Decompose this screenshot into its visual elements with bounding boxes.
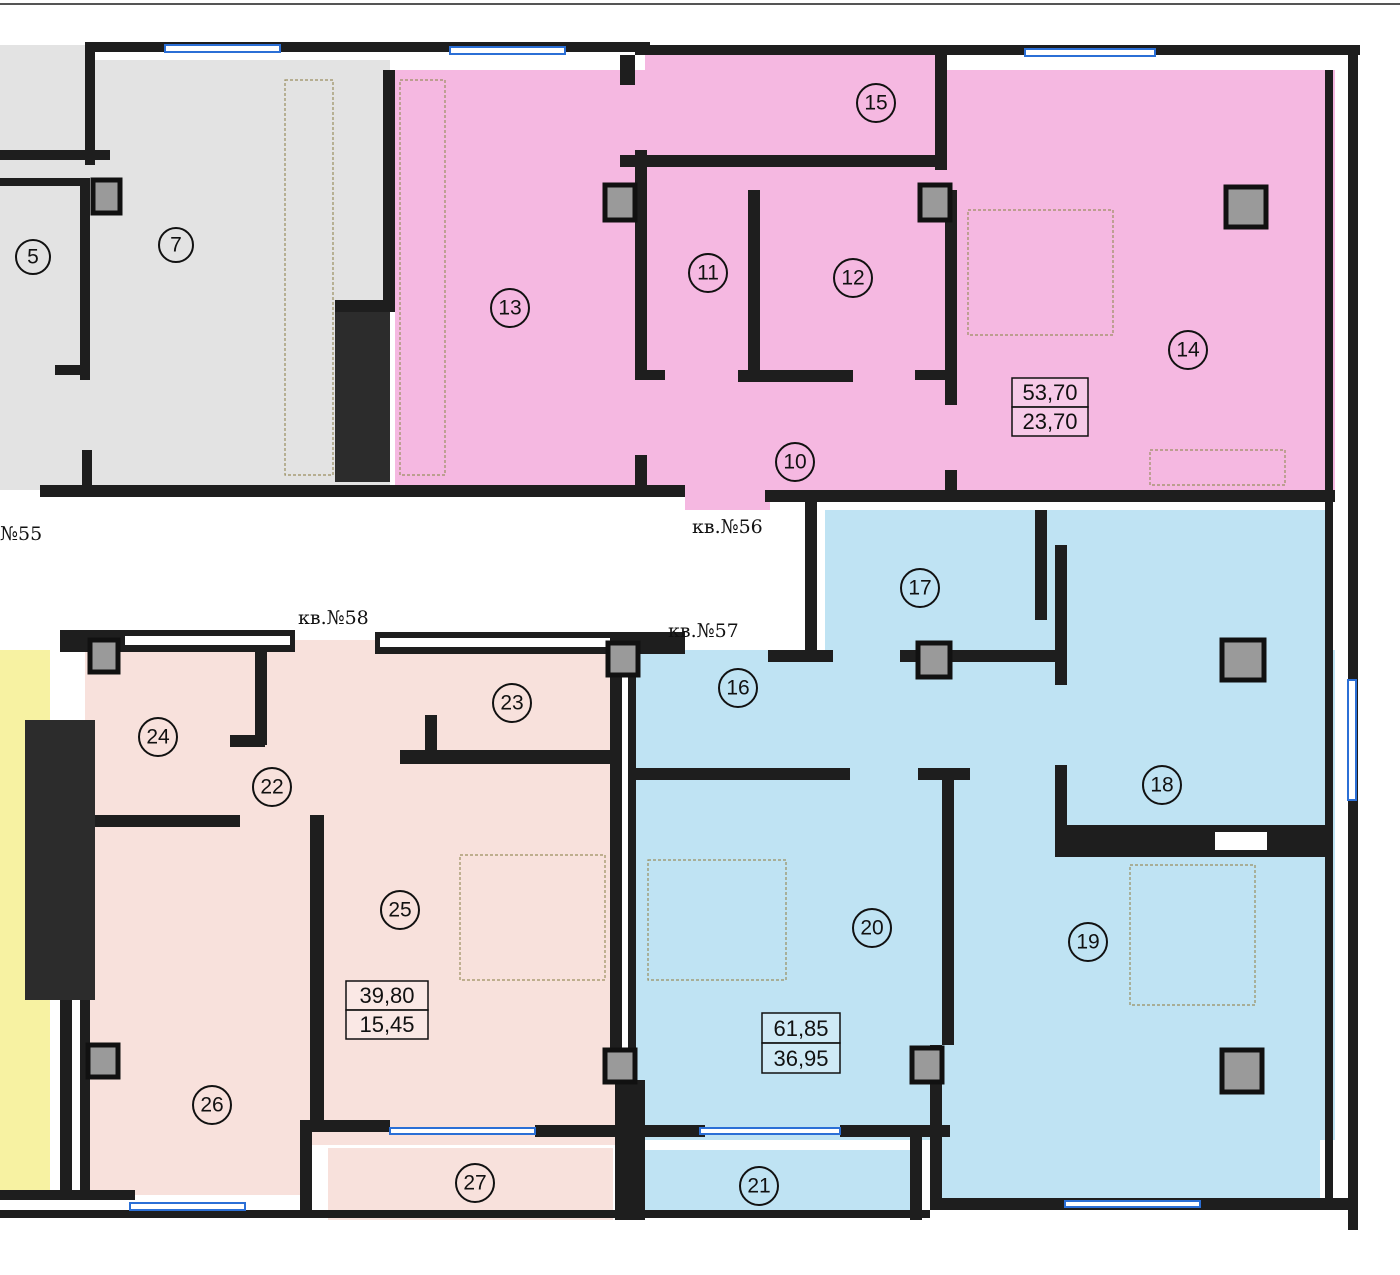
room-labels: 5 7 10 11 12 13 14 15 16 17 18 19 20 21 …	[15, 83, 1208, 1206]
ventilation-shaft	[335, 312, 390, 482]
room-fill	[645, 55, 935, 160]
svg-text:21: 21	[747, 1175, 770, 1198]
svg-text:5: 5	[27, 246, 39, 269]
svg-text:14: 14	[1176, 339, 1200, 362]
apartment-label-58: кв.№58	[298, 607, 369, 629]
svg-text:39,80: 39,80	[359, 983, 414, 1008]
apartment-label-55: №55	[0, 523, 42, 545]
walls	[0, 42, 1360, 1230]
room-23: 23	[492, 683, 532, 723]
svg-text:13: 13	[498, 297, 521, 320]
area-box-apartment-57: 61,85 36,95	[761, 1012, 841, 1074]
svg-text:18: 18	[1150, 774, 1173, 797]
svg-text:12: 12	[841, 267, 864, 290]
balcony-fill	[328, 1148, 613, 1220]
svg-text:11: 11	[697, 262, 719, 285]
svg-text:20: 20	[860, 917, 883, 940]
columns	[85, 177, 1269, 1095]
room-20: 20	[852, 908, 892, 948]
area-box-apartment-58: 39,80 15,45	[345, 980, 429, 1040]
room-27: 27	[455, 1163, 495, 1203]
room-5: 5	[15, 239, 51, 275]
room-18: 18	[1142, 765, 1182, 805]
svg-text:10: 10	[783, 451, 806, 474]
svg-text:15: 15	[864, 92, 887, 115]
room-fill	[0, 160, 390, 490]
apartment-label-57: кв.№57	[668, 620, 739, 642]
room-19: 19	[1068, 922, 1108, 962]
room-11: 11	[688, 253, 728, 293]
svg-text:22: 22	[260, 776, 283, 799]
furniture	[284, 79, 1286, 1006]
room-25: 25	[380, 890, 420, 930]
apartment-57	[632, 510, 1335, 1218]
room-10: 10	[775, 442, 815, 482]
svg-text:7: 7	[170, 234, 182, 257]
svg-text:25: 25	[388, 899, 411, 922]
room-fill	[90, 60, 390, 170]
room-24: 24	[138, 717, 178, 757]
room-14: 14	[1168, 330, 1208, 370]
apartment-label-56: кв.№56	[692, 516, 763, 538]
svg-text:61,85: 61,85	[773, 1016, 828, 1041]
room-22: 22	[252, 767, 292, 807]
room-16: 16	[718, 668, 758, 708]
svg-text:24: 24	[146, 726, 170, 749]
room-13: 13	[490, 288, 530, 328]
ventilation-shaft	[25, 720, 95, 1000]
room-26: 26	[192, 1085, 232, 1125]
svg-text:19: 19	[1076, 931, 1099, 954]
svg-text:26: 26	[200, 1094, 223, 1117]
svg-text:16: 16	[726, 677, 749, 700]
svg-text:15,45: 15,45	[359, 1012, 414, 1037]
svg-text:23,70: 23,70	[1022, 409, 1077, 434]
svg-text:23: 23	[500, 692, 523, 715]
apartment-55	[0, 45, 390, 490]
room-7: 7	[158, 227, 194, 263]
balcony-fill	[632, 1150, 910, 1218]
room-17: 17	[900, 568, 940, 608]
apartment-56	[395, 55, 1335, 510]
area-box-apartment-56: 53,70 23,70	[1011, 377, 1089, 437]
windows	[129, 44, 1357, 1211]
svg-text:53,70: 53,70	[1022, 380, 1077, 405]
svg-text:27: 27	[463, 1172, 486, 1195]
svg-text:17: 17	[908, 577, 931, 600]
room-15: 15	[856, 83, 896, 123]
room-fill	[85, 640, 615, 1145]
room-12: 12	[833, 258, 873, 298]
room-21: 21	[739, 1166, 779, 1206]
svg-text:36,95: 36,95	[773, 1046, 828, 1071]
room-fill	[0, 45, 90, 155]
room-fill	[685, 485, 770, 510]
room-fill	[85, 1140, 305, 1195]
